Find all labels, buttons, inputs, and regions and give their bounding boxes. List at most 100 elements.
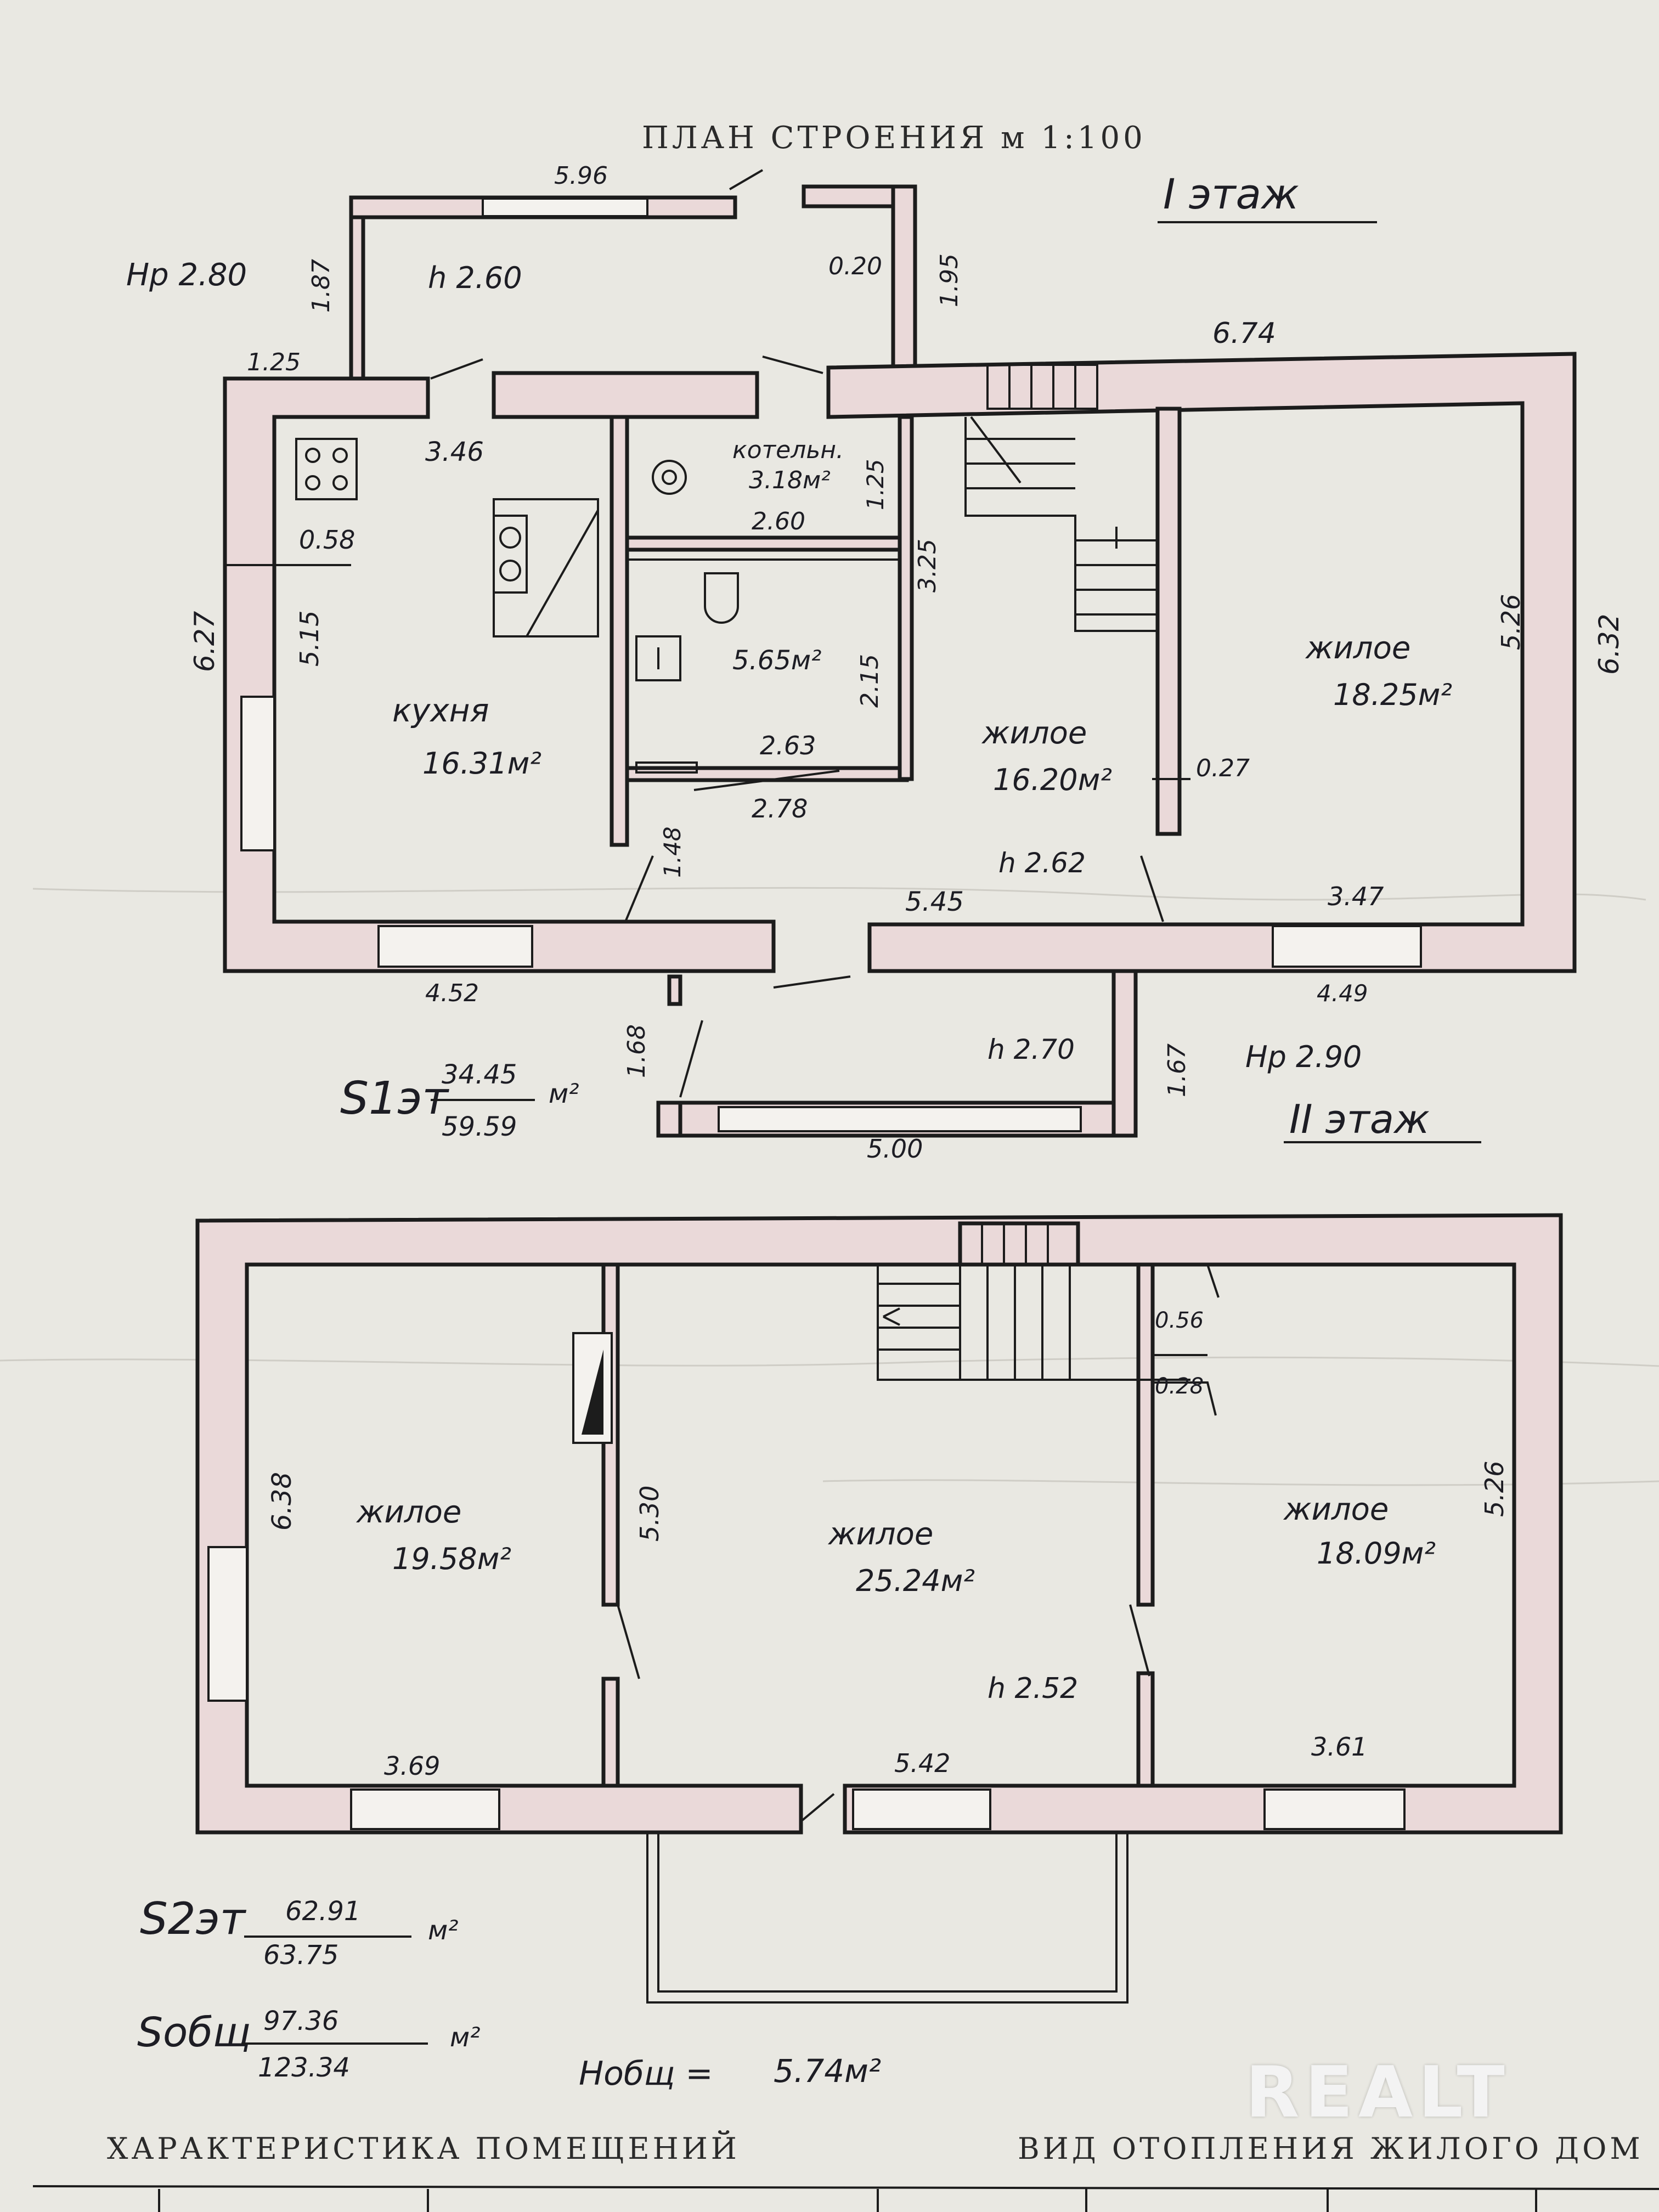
room-living2-name: жилое bbox=[1305, 630, 1410, 666]
oven-stove-icon bbox=[493, 498, 599, 637]
partition-hall bbox=[898, 415, 914, 781]
room-f2-right-area: 18.09м² bbox=[1317, 1536, 1436, 1571]
partition-boiler bbox=[625, 535, 909, 552]
stair-arrow-icon bbox=[883, 1307, 900, 1326]
window bbox=[852, 1788, 991, 1830]
stair-diagonal bbox=[970, 416, 1022, 484]
dim-boiler-depth: 1.25 bbox=[862, 459, 889, 510]
porch-side-wall bbox=[1111, 969, 1138, 1138]
dim-porch-width: 5.00 bbox=[867, 1134, 923, 1164]
footer-heating: ВИД ОТОПЛЕНИЯ ЖИЛОГО ДОМ bbox=[1018, 2131, 1644, 2166]
balcony-outline bbox=[646, 1832, 1128, 2004]
plan-title: ПЛАН СТРОЕНИЯ м 1:100 bbox=[642, 120, 1146, 156]
dim-living2-width: 3.47 bbox=[1328, 882, 1384, 911]
exterior-wall-right bbox=[826, 352, 1577, 973]
dim-boiler-width: 2.60 bbox=[752, 507, 805, 535]
dim-partition: 0.27 bbox=[1196, 754, 1250, 782]
dim-door-offset: 1.48 bbox=[659, 826, 686, 878]
door-swing bbox=[729, 169, 764, 190]
floor2-area-num: 62.91 bbox=[285, 1896, 360, 1927]
dim-kitchen-depth: 5.15 bbox=[295, 611, 324, 667]
burner-icon bbox=[332, 475, 348, 490]
total-area-unit: м² bbox=[450, 2022, 480, 2053]
room-f2-mid-name: жилое bbox=[827, 1516, 933, 1552]
partition-left-lower bbox=[601, 1677, 620, 1788]
dim-line bbox=[693, 770, 840, 791]
floor2-area-label: S2эт bbox=[140, 1893, 247, 1944]
window bbox=[1272, 925, 1422, 968]
stair-head bbox=[958, 1221, 1080, 1267]
door-swing bbox=[762, 356, 823, 374]
outside-height-label: Нр 2.80 bbox=[126, 257, 247, 293]
exterior-wall-left bbox=[223, 376, 776, 973]
floor1-area-den: 59.59 bbox=[442, 1111, 517, 1142]
door-swing bbox=[800, 1793, 835, 1822]
window bbox=[350, 1788, 500, 1830]
burner-icon bbox=[332, 448, 348, 463]
partition-kitchen bbox=[610, 415, 629, 847]
oven-icon bbox=[493, 515, 528, 594]
dim-veranda-side: 1.95 bbox=[935, 253, 963, 307]
dim-f2-right-width: 3.61 bbox=[1311, 1732, 1367, 1762]
veranda-wall-right bbox=[891, 184, 917, 381]
partition-right bbox=[1136, 1262, 1155, 1607]
dim-veranda-width: 5.96 bbox=[554, 162, 608, 190]
burner-icon bbox=[305, 475, 320, 490]
door-swing bbox=[617, 1604, 640, 1679]
floor1-area-unit: м² bbox=[549, 1079, 579, 1109]
room-f2-left-name: жилое bbox=[356, 1494, 461, 1530]
dim-living1-bottom: 5.45 bbox=[905, 887, 964, 917]
window bbox=[718, 1106, 1082, 1132]
dim-kitchen-width: 3.46 bbox=[425, 437, 484, 467]
room-kitchen-area: 16.31м² bbox=[422, 746, 541, 781]
dim-hall-depth: 3.25 bbox=[913, 539, 941, 592]
dim-f2-mid-width: 5.42 bbox=[894, 1748, 950, 1778]
floor2-height: h 2.52 bbox=[988, 1672, 1078, 1705]
dim-bath-width2: 2.78 bbox=[752, 794, 808, 823]
window bbox=[482, 198, 648, 217]
room-f2-right-name: жилое bbox=[1283, 1492, 1389, 1527]
room-living1-name: жилое bbox=[981, 715, 1087, 751]
partition-right-lower bbox=[1136, 1671, 1155, 1788]
door-swing bbox=[624, 855, 654, 922]
door-swing bbox=[1129, 1604, 1150, 1677]
window bbox=[1263, 1788, 1406, 1830]
realt-watermark-logo: REALT bbox=[1245, 2052, 1510, 2134]
floor1-plan bbox=[223, 169, 1577, 1138]
partition-bath bbox=[625, 766, 909, 782]
total-area-label: Sобщ bbox=[137, 2009, 251, 2056]
boiler-icon bbox=[662, 470, 677, 485]
floor1-height: h 2.62 bbox=[998, 847, 1086, 879]
exterior-wall-top-mid bbox=[492, 371, 759, 419]
door-swing bbox=[430, 358, 483, 380]
door-swing bbox=[773, 975, 851, 989]
total-area-den: 123.34 bbox=[258, 2052, 350, 2083]
room-f2-left-area: 19.58м² bbox=[392, 1542, 511, 1576]
dim-kitchen-outer: 6.27 bbox=[189, 611, 221, 672]
floor2-area-unit: м² bbox=[428, 1915, 458, 1946]
boiler-icon bbox=[652, 460, 687, 495]
partition-living bbox=[1155, 407, 1182, 836]
room-boiler-area: 3.18м² bbox=[749, 466, 831, 494]
chimney-fill-icon bbox=[582, 1350, 603, 1435]
room-boiler-name: котельн. bbox=[732, 436, 844, 464]
dim-f2-stair2: 0.28 bbox=[1155, 1374, 1204, 1399]
window bbox=[207, 1546, 248, 1702]
paper-crease bbox=[822, 1479, 1659, 1486]
dim-f2-right-depth: 5.26 bbox=[1480, 1461, 1509, 1517]
dim-porch-right: 1.67 bbox=[1163, 1043, 1191, 1097]
porch-height: h 2.70 bbox=[988, 1034, 1075, 1065]
room-bath-area: 5.65м² bbox=[732, 645, 821, 676]
veranda-wall-left bbox=[349, 195, 365, 381]
stair-steps bbox=[966, 438, 1158, 616]
dim-living2-bottom: 4.49 bbox=[1317, 980, 1368, 1007]
floor2-exterior-wall bbox=[195, 1213, 1563, 1835]
floor1-area-label: S1эт bbox=[340, 1073, 449, 1125]
dim-f2-mid-wall: 5.30 bbox=[635, 1486, 664, 1542]
window bbox=[240, 696, 275, 851]
dim-kitchen-bottom: 4.52 bbox=[425, 979, 479, 1007]
staircase-outline bbox=[964, 417, 1158, 632]
dim-porch-left: 1.68 bbox=[623, 1024, 651, 1078]
dim-f2-stair1: 0.56 bbox=[1155, 1308, 1204, 1333]
